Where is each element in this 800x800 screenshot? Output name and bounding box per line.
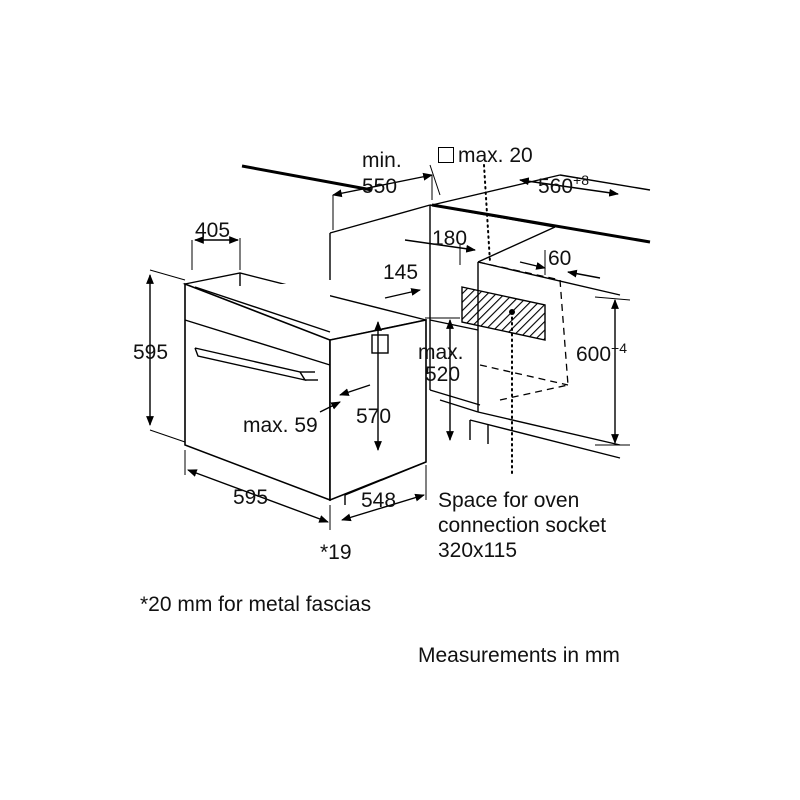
- cabinet-depth-label: 550: [362, 175, 398, 198]
- top-offset-label: 180: [432, 227, 468, 250]
- socket-note-line3: 320x115: [438, 539, 518, 562]
- niche-height-label: 600+4: [576, 341, 627, 366]
- socket-area: [461, 164, 546, 476]
- niche-width-value: 560: [538, 175, 574, 198]
- socket-max-depth-label: 520: [425, 363, 461, 386]
- dimension-lines: [146, 164, 631, 530]
- niche-height-tolerance: +4: [611, 340, 628, 356]
- oven-depth-label: 548: [361, 489, 397, 512]
- socket-note-line1: Space for oven: [438, 489, 580, 512]
- side-offset-label: 60: [548, 247, 572, 270]
- oven-height-label: 595: [133, 341, 169, 364]
- oven-body: [182, 272, 427, 505]
- footnote: *20 mm for metal fascias: [140, 593, 372, 616]
- units-note: Measurements in mm: [418, 644, 620, 667]
- min-label: min.: [362, 149, 402, 172]
- niche-width-tolerance: +8: [573, 172, 590, 188]
- fascia-offset-label: 145: [383, 261, 419, 284]
- max-label: max.: [418, 341, 464, 364]
- door-max-label: max. 59: [243, 414, 318, 437]
- cabinet-niche: [329, 204, 621, 459]
- niche-width-label: 560+8: [538, 173, 589, 198]
- inner-height-label: 570: [356, 405, 392, 428]
- niche-height-value: 600: [576, 343, 612, 366]
- side-depth-label: 405: [195, 219, 231, 242]
- square-icon: [438, 147, 454, 163]
- socket-square-value: max. 20: [458, 144, 533, 167]
- fascia-star-label: *19: [320, 541, 352, 564]
- socket-square-label: max. 20: [438, 145, 533, 166]
- oven-width-label: 595: [233, 486, 269, 509]
- socket-note-line2: connection socket: [438, 514, 607, 537]
